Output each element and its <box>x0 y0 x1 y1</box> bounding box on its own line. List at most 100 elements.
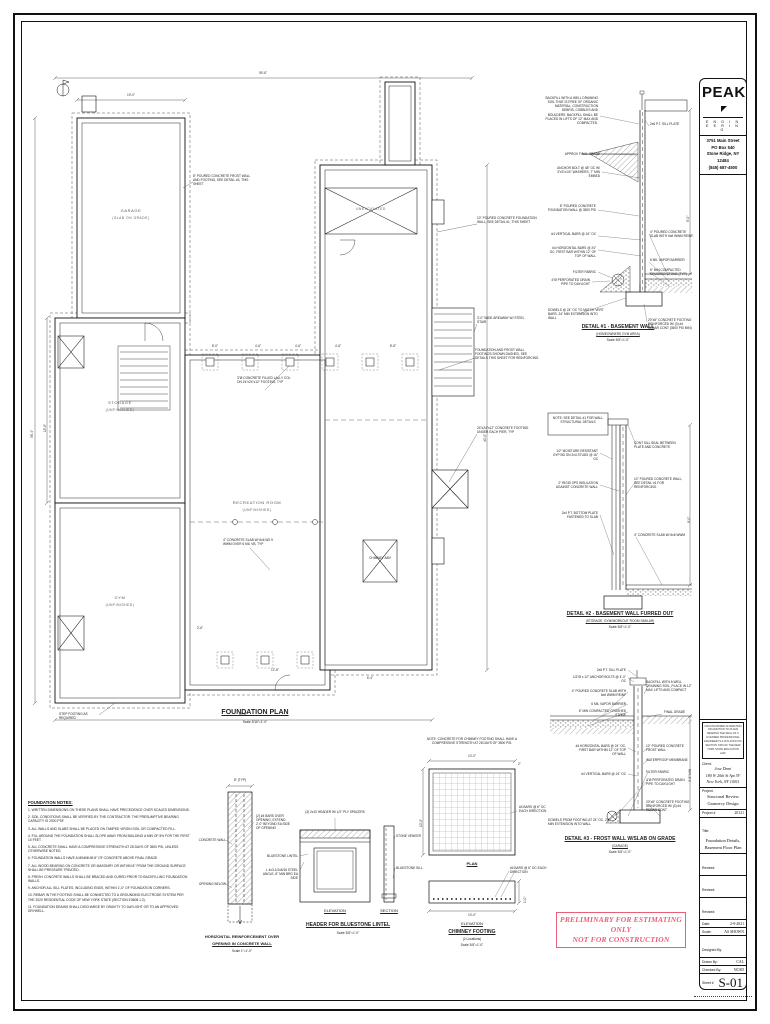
drawing-label: DOWELS FROM FOOTING AT 24" OC, 24" MIN E… <box>548 818 610 827</box>
drawing-label: 8'-8" <box>389 344 397 348</box>
note-line: 10. REBAR IN THE FOOTING SHALL BE CONNEC… <box>28 893 184 902</box>
stamp-line-1: PRELIMINARY FOR ESTIMATING ONLY <box>560 914 682 934</box>
drawing-label: 8" (TYP) <box>233 778 247 782</box>
drawing-label: 1/2" MOISTURE RESISTANT GYP BD ON 2x4 ST… <box>552 449 598 462</box>
sheet-title-line-1: Foundation Details, <box>705 838 741 844</box>
drawing-label: STONE VENEER <box>396 834 421 838</box>
lintel-title: HEADER FOR BLUESTONE LINTEL <box>305 922 391 928</box>
drawn-by-value: CAL <box>736 959 744 964</box>
revised-field-3: Revised: <box>700 898 746 920</box>
chimney-linework <box>420 758 522 914</box>
reinf-labels: 8" (TYP)(2) #4 BARS OVER OPENING, EXTEND… <box>192 778 292 958</box>
logo-triangle-icon <box>720 106 727 112</box>
firm-address: 3751 Main Street PO Box 540 Stone Ridge,… <box>700 136 746 175</box>
drawing-label: 2x6 P.T. SILL PLATE <box>650 122 680 126</box>
date-field: Date: 2-9-2021 <box>700 920 746 928</box>
foundation-notes-list: 1. WRITTEN DIMENSIONS ON THESE PLANS SHA… <box>28 808 190 914</box>
drawing-label: FINAL GRADE <box>664 710 686 714</box>
drawing-label: 2" RIGID XPS INSULATION AGAINST CONCRETE… <box>555 481 598 490</box>
drawing-label: 3'-0" WIDE AREAWAY W/ STEEL STAIR <box>477 316 525 325</box>
drawing-label: 10'-0" <box>419 818 423 827</box>
drawing-label: 56'-4" <box>30 429 34 438</box>
drawing-label: 10" POURED CONCRETE FOUNDATION WALL, SEE… <box>477 216 537 225</box>
drawing-label: ANCHOR BOLT @ 48" OC W/ 3"x3"x1/4" WASHE… <box>557 166 600 179</box>
project-line-2: Gramercy Design <box>707 801 739 807</box>
drawing-label: #4 BARS @ 6" OC EACH DIRECTION <box>519 805 547 814</box>
drawing-label: 4" CONCRETE SLAB W/ 6x6 WWM <box>634 533 686 537</box>
address-line: 3751 Main Street <box>706 138 740 143</box>
drawing-label: DOWELS @ 24" OC TO MATCH VERT BARS, 24" … <box>548 308 604 321</box>
detail-2-linework <box>547 412 693 610</box>
drawing-label: 20"x8" CONCRETE FOOTING REINFORCED W/ (3… <box>648 318 692 331</box>
title-block-logo-section: PEAK E N G I N E E R I N G <box>700 79 746 136</box>
drawing-label: CONT SILL SEAL BETWEEN PLATE AND CONCRET… <box>634 441 676 450</box>
note-line: 7. ALL WOOD BEARING ON CONCRETE OR MASON… <box>28 863 186 872</box>
drawing-label: SECTION <box>380 908 398 913</box>
seal-area <box>700 175 746 720</box>
drawing-label: APPROX FINAL GRADE <box>564 152 600 156</box>
drawing-label: 4'-6" <box>294 344 302 348</box>
drawn-by-field: Drawn By: CAL <box>700 958 746 966</box>
drawing-label: 3"Ø CONCRETE FILLED LALLY COL ON 24"x24"… <box>237 376 291 385</box>
preliminary-stamp: PRELIMINARY FOR ESTIMATING ONLY NOT FOR … <box>556 912 686 948</box>
drawing-label: 1'-0" <box>523 896 527 903</box>
drawing-label: 8" POURED CONCRETE FROST WALL AND FOOTIN… <box>193 174 251 187</box>
designed-by-field: Designed By: <box>700 936 746 958</box>
detail-3-linework <box>550 669 693 824</box>
drawing-label: #4 VERTICAL BARS @ 24" OC <box>581 772 626 776</box>
drawing-label: GARAGE <box>120 208 142 213</box>
drawing-label: 2" <box>518 762 521 766</box>
detail-3-subtitle: (GARAGE) <box>612 844 628 848</box>
note-line: 1. WRITTEN DIMENSIONS ON THESE PLANS SHA… <box>28 808 190 812</box>
drawing-label: 2x6 P.T. SILL PLATE <box>596 668 626 672</box>
address-line: PO Box 540 <box>711 144 735 150</box>
client-field: Client: Jose Demi 180 W 20th St Apt 5V N… <box>700 761 746 788</box>
title-block: PEAK E N G I N E E R I N G 3751 Main Str… <box>699 78 747 990</box>
plan-labels: GARAGE(SLAB ON GRADE)STORAGE(UNFINISHED)… <box>25 70 545 740</box>
drawing-label: 10'-0" <box>467 754 477 758</box>
detail-1-labels: BACKFILL WITH A WELL DRAINING SOIL THAT … <box>540 82 696 344</box>
client-address-2: New York, NY 10011 <box>706 778 740 784</box>
note-line: 5. ALL CONCRETE SHALL HAVE A COMPRESSIVE… <box>28 845 179 854</box>
foundation-notes: FOUNDATION NOTES: 1. WRITTEN DIMENSIONS … <box>28 800 190 916</box>
drawing-label: 10'-0" <box>467 913 477 917</box>
drawing-label: 4'-6" <box>254 344 262 348</box>
drawing-label: L 4x3-1/2x5/16 STEEL ANGLE, 8" MIN BRG E… <box>262 868 298 881</box>
reinf-scale: Scale 1"=1'-0" <box>232 949 252 953</box>
client-name: Jose Demi <box>714 766 732 772</box>
drawing-label: 59'-8" <box>238 712 248 716</box>
drawing-label: 8" POURED CONCRETE FOUNDATION WALL @ 350… <box>547 204 596 213</box>
detail-2-title: DETAIL #2 - BASEMENT WALL FURRED OUT <box>566 611 674 617</box>
checked-by-field: Checked By: NCSD <box>700 966 746 974</box>
detail-2-scale: Scale 3/8"=1'-0" <box>608 625 632 629</box>
drawing-label: 15'-6" <box>43 423 47 432</box>
detail-1-scale: Scale 3/8"=1'-0" <box>606 338 630 342</box>
sheet-title-field: Title: Foundation Details, Basement Floo… <box>700 818 746 854</box>
plan-title: FOUNDATION PLAN <box>221 709 289 716</box>
drawing-label: PLAN <box>466 861 478 866</box>
revised-field-2: Revised: <box>700 876 746 898</box>
stamp-line-2: NOT FOR CONSTRUCTION <box>572 935 670 945</box>
drawing-label: 6'-4" <box>366 676 374 680</box>
drawing-label: FOUNDATION AND FROST WALL FOOTINGS SHOWN… <box>475 348 539 361</box>
drawing-label: 4" CONCRETE SLAB W/ 6x6 W2.9 WWM OVER 6 … <box>223 538 273 547</box>
note-line: 6. FOUNDATION WALLS HAVE A MINIMUM 8" OF… <box>28 856 158 861</box>
drawing-label: (2 Locations) <box>462 937 482 941</box>
drawing-label: WATERPROOF MEMBRANE <box>646 758 688 762</box>
reinf-title-line1: HORIZONTAL REINFORCEMENT OVER <box>204 934 280 939</box>
detail-3-title: DETAIL #3 - FROST WALL W/SLAB ON GRADE <box>564 836 676 842</box>
drawing-label: 24"x24"x12" CONCRETE FOOTING UNDER EACH … <box>477 426 529 435</box>
drawing-label: (UNFINISHED) <box>242 508 272 512</box>
drawing-label: 4'-6" <box>334 344 342 348</box>
note-line: 4. FILL AROUND THE FOUNDATION SHALL SLOP… <box>28 833 190 842</box>
detail-1-linework <box>577 90 693 323</box>
drawing-label: #4 VERTICAL BARS @ 24" OC <box>551 232 596 236</box>
drawing-label: 6" MIN COMPACTED CRUSHED STONE (TYP) <box>650 268 687 277</box>
detail-2-basement-wall-furred: NOTE: SEE DETAIL #1 FOR WALL STRUCTURAL … <box>542 385 698 643</box>
drawing-label: GYM <box>114 595 126 600</box>
drawing-label: NOTE: CONCRETE FOR CHIMNEY FOOTING SHALL… <box>426 737 518 746</box>
drawing-label: 10" POURED CONCRETE WALL, SEE DETAIL #1 … <box>634 477 683 490</box>
drawing-label: 19'-0" <box>126 93 136 97</box>
